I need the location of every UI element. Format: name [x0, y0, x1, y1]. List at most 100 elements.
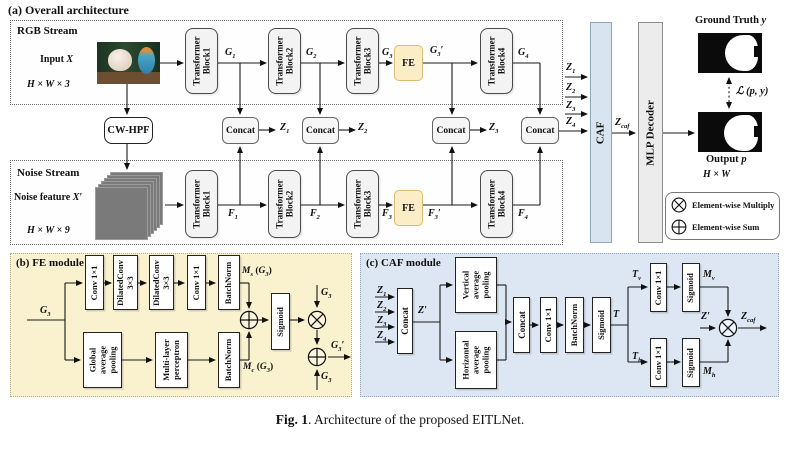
output-image	[698, 112, 762, 152]
label-c-z1: Z1	[377, 285, 387, 298]
noise-dims-label: H × W × 9	[27, 225, 70, 236]
c-conv-bottom-label: Conv 1×1	[652, 345, 663, 380]
c-sigmoid-main: Sigmoid	[592, 297, 611, 353]
mlp-decoder-bar: MLP Decoder	[638, 22, 663, 243]
concat-box-1: Concat	[222, 117, 259, 144]
caf-bar-label: CAF	[594, 121, 607, 144]
label-c-zcaf: Zcaf	[741, 311, 756, 324]
c-batchnorm: BatchNorm	[565, 297, 584, 353]
label-c-z4: Z4	[377, 330, 387, 343]
rgb-transformer-block3: Transformer Block3	[346, 28, 379, 94]
noise-transformer-block4: Transformer Block4	[480, 170, 513, 238]
label-g1: G1	[225, 47, 236, 60]
label-b-g3-bottom: G3	[321, 371, 332, 384]
b-sigmoid: Sigmoid	[271, 293, 290, 350]
b-conv1x1-2: Conv 1×1	[187, 255, 206, 310]
label-c-mh: Mh	[703, 366, 716, 379]
b-multiply-op-icon	[307, 310, 327, 330]
label-z1-caf: Z1	[566, 62, 576, 75]
c-sigmoid-top-label: Sigmoid	[685, 272, 696, 303]
b-sigmoid-label: Sigmoid	[274, 306, 285, 337]
c-conv1x1-bottom: Conv 1×1	[650, 338, 667, 387]
c-sigmoid-top: Sigmoid	[682, 263, 700, 312]
creature-right	[138, 47, 155, 74]
rgb-dims-label: H × W × 3	[27, 79, 70, 90]
c-vap-label: Vertical average pooling	[460, 270, 490, 300]
caf-bar: CAF	[590, 22, 612, 243]
label-z3-caf: Z3	[566, 100, 576, 113]
b-batchnorm-top-label: BatchNorm	[223, 261, 234, 304]
legend-sum-icon	[671, 219, 687, 235]
label-z2-caf: Z2	[566, 82, 576, 95]
label-g2: G2	[306, 47, 317, 60]
b-global-avg-pool: Global average pooling	[83, 332, 122, 388]
b-dilatedconv-2: DilatedConv 3×3	[149, 255, 174, 310]
rgb-tb2-label: Transformer Block2	[274, 36, 295, 86]
rgb-input-label: Input X	[40, 54, 74, 65]
c-multiply-op-icon	[718, 318, 738, 338]
mlp-bar-label: MLP Decoder	[644, 99, 657, 166]
b-dilatedconv-2-label: DilatedConv 3×3	[150, 259, 171, 306]
log-shape	[97, 72, 160, 84]
b-conv1x1-1: Conv 1×1	[85, 255, 104, 310]
noise-transformer-block2: Transformer Block2	[268, 170, 301, 238]
noise-tb2-label: Transformer Block2	[274, 179, 295, 229]
noise-tb4-label: Transformer Block4	[486, 179, 507, 229]
label-c-tv: Tv	[632, 269, 641, 282]
b-batchnorm-bottom-label: BatchNorm	[223, 338, 234, 382]
label-g3: G3	[382, 47, 393, 60]
label-c-mv: Mv	[703, 269, 715, 282]
legend-sum-label: Element-wise Sum	[692, 222, 760, 232]
label-f3: F3	[382, 208, 392, 221]
fe-module-panel	[10, 253, 352, 397]
panel-c-title: (c) CAF module	[366, 257, 441, 269]
ground-truth-image	[698, 33, 762, 73]
label-f4: F4	[518, 208, 528, 221]
output-label: Output p	[706, 154, 747, 165]
c-conv1x1-main: Conv 1×1	[540, 297, 557, 353]
b-dilatedconv-1: DilatedConv 3×3	[113, 255, 138, 310]
b-conv1x1-1-label: Conv 1×1	[88, 265, 99, 300]
noise-tb3-label: Transformer Block3	[352, 179, 373, 229]
b-batchnorm-bottom: BatchNorm	[218, 332, 240, 388]
b-mlp-label: Multi-layer perceptron	[160, 339, 181, 381]
label-g4: G4	[518, 47, 529, 60]
noise-transformer-block1: Transformer Block1	[185, 170, 218, 238]
label-z2: Z2	[358, 122, 368, 135]
c-horizontal-avg-pool: Horizontal average pooling	[455, 331, 497, 389]
label-z3: Z3	[489, 122, 499, 135]
rgb-stream-label: RGB Stream	[17, 25, 78, 37]
c-bn-label: BatchNorm	[568, 303, 579, 347]
output-dims-label: H × W	[703, 169, 731, 180]
caption-number: Fig. 1	[275, 412, 308, 427]
label-c-z3: Z3	[377, 315, 387, 328]
label-z1: Z1	[280, 122, 290, 135]
b-batchnorm-top: BatchNorm	[218, 255, 240, 310]
c-concat-1-label: Concat	[399, 307, 410, 335]
label-f1: F1	[228, 208, 238, 221]
label-z-caf: Zcaf	[615, 117, 630, 130]
c-sigmoid-main-label: Sigmoid	[595, 310, 606, 340]
concat-box-2: Concat	[302, 117, 339, 144]
b-dilatedconv-1-label: DilatedConv 3×3	[114, 259, 135, 306]
label-mc-g3: Mc (G3)	[243, 362, 274, 374]
label-c-t: T	[613, 309, 620, 320]
rgb-transformer-block2: Transformer Block2	[268, 28, 301, 94]
c-conv1x1-top: Conv 1×1	[650, 263, 667, 312]
b-sum-op2-icon	[307, 347, 327, 367]
c-hap-label: Horizontal average pooling	[460, 340, 490, 380]
c-concat-2-label: Concat	[516, 311, 527, 339]
label-b-g3-out: G3′	[331, 340, 345, 353]
noise-tb1-label: Transformer Block1	[191, 179, 212, 229]
b-mlp: Multi-layer perceptron	[155, 332, 188, 388]
b-conv1x1-2-label: Conv 1×1	[190, 265, 201, 300]
label-z4-caf: Z4	[566, 116, 576, 129]
rgb-fe-box: FE	[394, 45, 423, 81]
figure-caption: Fig. 1. Architecture of the proposed EIT…	[0, 412, 800, 428]
c-sigmoid-bottom-label: Sigmoid	[685, 347, 696, 378]
label-b-g3-in: G3	[40, 305, 51, 318]
c-sigmoid-bottom: Sigmoid	[682, 338, 700, 387]
c-concat-2: Concat	[513, 297, 530, 353]
label-ms-g3: Ms (G3)	[242, 266, 272, 278]
c-concat-1: Concat	[397, 288, 413, 354]
